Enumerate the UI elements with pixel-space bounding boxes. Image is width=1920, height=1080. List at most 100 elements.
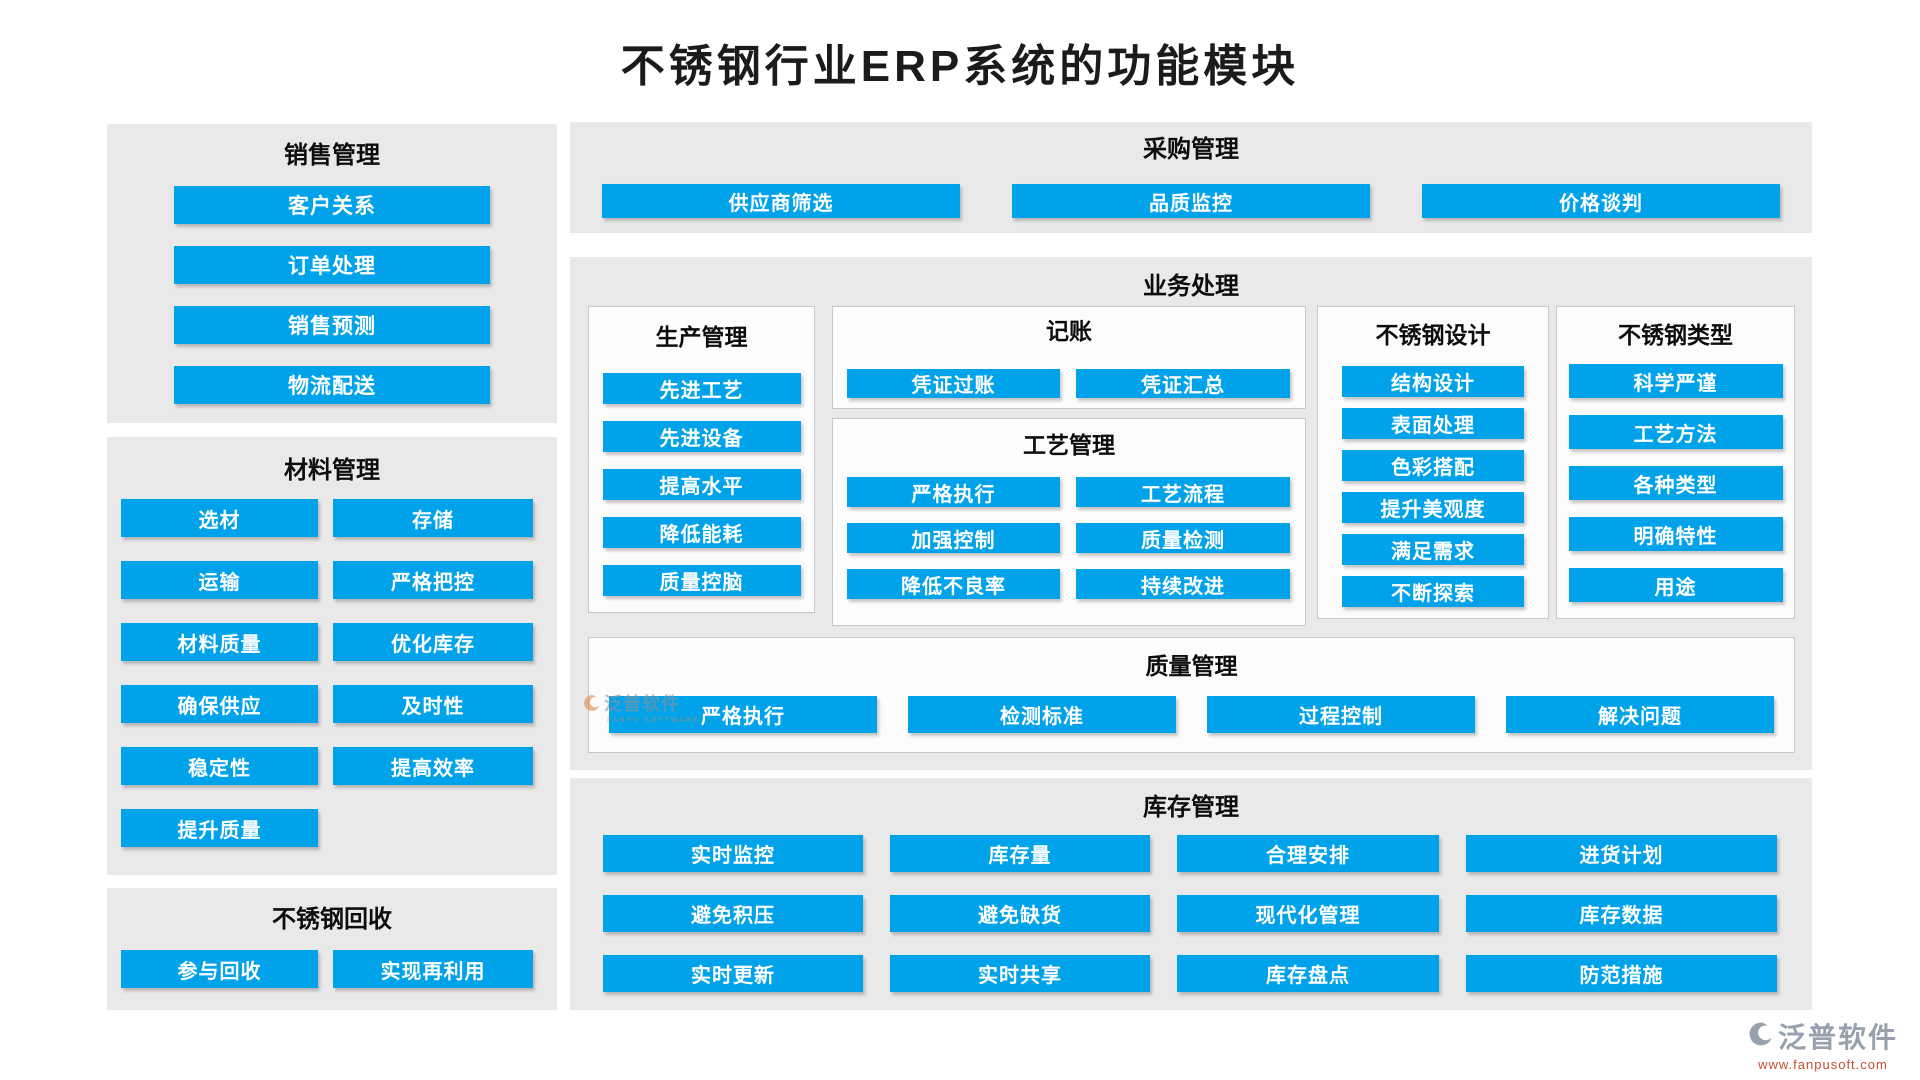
material-item: 严格把控 (333, 561, 533, 599)
quality-items: 严格执行 检测标准 过程控制 解决问题 (589, 696, 1794, 733)
material-item: 材料质量 (121, 623, 318, 661)
material-items: 选材 存储 运输 严格把控 材料质量 优化库存 确保供应 及时性 稳定性 提高效… (107, 499, 557, 847)
material-item: 提高效率 (333, 747, 533, 785)
production-item: 质量控脑 (602, 565, 801, 596)
types-items: 科学严谨 工艺方法 各种类型 明确特性 用途 (1557, 364, 1794, 602)
accounting-item: 凭证过账 (847, 369, 1060, 398)
design-item: 满足需求 (1342, 534, 1524, 565)
subpanel-stainless-types: 不锈钢类型 科学严谨 工艺方法 各种类型 明确特性 用途 (1556, 306, 1795, 619)
types-item: 科学严谨 (1568, 364, 1783, 398)
design-items: 结构设计 表面处理 色彩搭配 提升美观度 满足需求 不断探索 (1318, 366, 1548, 607)
production-item: 降低能耗 (602, 517, 801, 548)
production-item: 提高水平 (602, 469, 801, 500)
process-items: 严格执行 工艺流程 加强控制 质量检测 降低不良率 持续改进 (833, 477, 1305, 599)
design-item: 表面处理 (1342, 408, 1524, 439)
inventory-item: 进货计划 (1466, 835, 1777, 872)
process-item: 严格执行 (847, 477, 1060, 507)
recycle-item: 参与回收 (121, 950, 318, 988)
inventory-title: 库存管理 (1143, 794, 1239, 821)
quality-title: 质量管理 (1145, 653, 1238, 679)
business-title: 业务处理 (1143, 273, 1239, 300)
purchase-title: 采购管理 (1143, 136, 1239, 163)
material-item: 提升质量 (121, 809, 318, 847)
panel-sales-management: 销售管理 客户关系 订单处理 销售预测 物流配送 (107, 124, 557, 423)
inventory-item: 避免积压 (603, 895, 863, 932)
material-item: 选材 (121, 499, 318, 537)
types-item: 用途 (1568, 568, 1783, 602)
accounting-title: 记账 (1046, 318, 1092, 344)
production-item: 先进设备 (602, 421, 801, 452)
inventory-item: 库存盘点 (1177, 955, 1439, 992)
types-item: 明确特性 (1568, 517, 1783, 551)
panel-purchase-management: 采购管理 供应商筛选 品质监控 价格谈判 (570, 122, 1812, 233)
material-title: 材料管理 (284, 457, 380, 484)
subpanel-production-management: 生产管理 先进工艺 先进设备 提高水平 降低能耗 质量控脑 (588, 306, 815, 613)
sales-item: 销售预测 (174, 306, 490, 344)
inventory-item: 合理安排 (1177, 835, 1439, 872)
design-item: 提升美观度 (1342, 492, 1524, 523)
material-item: 及时性 (333, 685, 533, 723)
process-title: 工艺管理 (1023, 432, 1115, 458)
panel-stainless-recycling: 不锈钢回收 参与回收 实现再利用 (107, 888, 557, 1010)
production-item: 先进工艺 (602, 373, 801, 404)
purchase-item: 供应商筛选 (602, 184, 960, 218)
design-item: 色彩搭配 (1342, 450, 1524, 481)
page-title: 不锈钢行业ERP系统的功能模块 (620, 42, 1300, 91)
material-item: 优化库存 (333, 623, 533, 661)
inventory-item: 避免缺货 (890, 895, 1150, 932)
production-items: 先进工艺 先进设备 提高水平 降低能耗 质量控脑 (589, 373, 814, 596)
material-item: 确保供应 (121, 685, 318, 723)
quality-item: 解决问题 (1506, 696, 1774, 733)
process-item: 工艺流程 (1076, 477, 1290, 507)
fanpu-logo-icon (1748, 1021, 1774, 1052)
logo-brand-text: 泛普软件 (1777, 1022, 1898, 1053)
recycle-item: 实现再利用 (333, 950, 533, 988)
inventory-item: 实时共享 (890, 955, 1150, 992)
types-title: 不锈钢类型 (1618, 322, 1733, 348)
process-item: 加强控制 (847, 523, 1060, 553)
inventory-items: 实时监控 库存量 合理安排 进货计划 避免积压 避免缺货 现代化管理 库存数据 … (570, 835, 1812, 992)
quality-item: 严格执行 (609, 696, 877, 733)
panel-inventory-management: 库存管理 实时监控 库存量 合理安排 进货计划 避免积压 避免缺货 现代化管理 … (570, 778, 1812, 1010)
material-item: 稳定性 (121, 747, 318, 785)
sales-items: 客户关系 订单处理 销售预测 物流配送 (107, 186, 557, 404)
sales-item: 客户关系 (174, 186, 490, 224)
recycle-title: 不锈钢回收 (272, 906, 392, 933)
accounting-items: 凭证过账 凭证汇总 (833, 369, 1305, 398)
inventory-item: 防范措施 (1466, 955, 1777, 992)
accounting-item: 凭证汇总 (1076, 369, 1290, 398)
types-item: 工艺方法 (1568, 415, 1783, 449)
quality-item: 过程控制 (1207, 696, 1475, 733)
design-item: 不断探索 (1342, 576, 1524, 607)
subpanel-stainless-design: 不锈钢设计 结构设计 表面处理 色彩搭配 提升美观度 满足需求 不断探索 (1317, 306, 1549, 619)
logo-url: www.fanpusoft.com (1758, 1057, 1888, 1072)
process-item: 持续改进 (1076, 569, 1290, 599)
panel-business-processing: 业务处理 生产管理 先进工艺 先进设备 提高水平 降低能耗 质量控脑 记账 凭证… (570, 257, 1812, 770)
purchase-item: 价格谈判 (1422, 184, 1780, 218)
material-item: 运输 (121, 561, 318, 599)
material-item: 存储 (333, 499, 533, 537)
design-title: 不锈钢设计 (1375, 322, 1491, 348)
subpanel-process-management: 工艺管理 严格执行 工艺流程 加强控制 质量检测 降低不良率 持续改进 (832, 418, 1306, 626)
design-item: 结构设计 (1342, 366, 1524, 397)
panel-material-management: 材料管理 选材 存储 运输 严格把控 材料质量 优化库存 确保供应 及时性 稳定… (107, 437, 557, 875)
types-item: 各种类型 (1568, 466, 1783, 500)
sales-title: 销售管理 (284, 142, 380, 169)
fanpu-logo: 泛普软件 www.fanpusoft.com (1748, 1016, 1898, 1072)
recycle-items: 参与回收 实现再利用 (107, 950, 557, 988)
inventory-item: 库存量 (890, 835, 1150, 872)
process-item: 降低不良率 (847, 569, 1060, 599)
production-title: 生产管理 (655, 324, 748, 350)
purchase-item: 品质监控 (1012, 184, 1370, 218)
sales-item: 订单处理 (174, 246, 490, 284)
process-item: 质量检测 (1076, 523, 1290, 553)
inventory-item: 实时更新 (603, 955, 863, 992)
purchase-items: 供应商筛选 品质监控 价格谈判 (570, 184, 1812, 218)
inventory-item: 实时监控 (603, 835, 863, 872)
subpanel-accounting: 记账 凭证过账 凭证汇总 (832, 306, 1306, 409)
inventory-item: 现代化管理 (1177, 895, 1439, 932)
subpanel-quality-management: 质量管理 泛普软件 FANPU SOFTWARE 严格执行 检测标准 过程控制 … (584, 637, 1795, 753)
quality-item: 检测标准 (908, 696, 1176, 733)
inventory-item: 库存数据 (1466, 895, 1777, 932)
